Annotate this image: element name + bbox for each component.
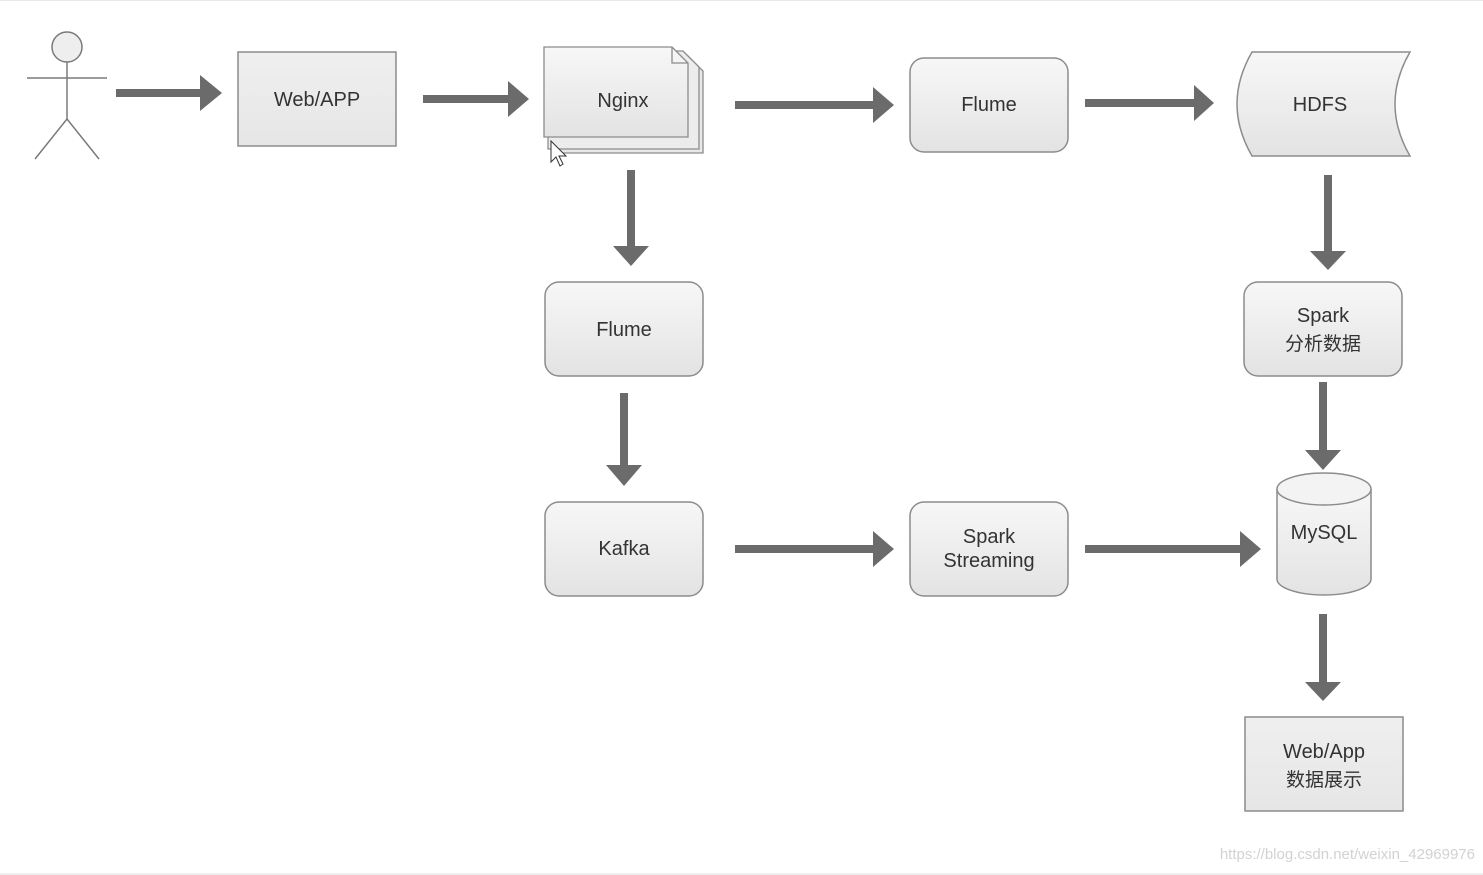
node-web-app-client: Web/APP: [237, 51, 397, 147]
arrow-flume-to-kafka: [606, 393, 642, 486]
arrow-mysql-to-webapp-display: [1305, 614, 1341, 701]
node-nginx: Nginx: [543, 46, 704, 154]
watermark-url: https://blog.csdn.net/weixin_42969976: [1219, 846, 1475, 863]
web-app-display-label-line1: Web/App: [1283, 741, 1365, 763]
arrow-user-to-webapp: [116, 75, 222, 111]
flume-batch-label: Flume: [961, 94, 1017, 116]
node-flume-batch: Flume: [909, 57, 1069, 153]
nginx-label: Nginx: [597, 90, 648, 112]
node-hdfs: HDFS: [1236, 51, 1412, 157]
arrow-webapp-to-nginx: [423, 81, 529, 117]
web-app-display-label-line2: 数据展示: [1286, 769, 1362, 791]
web-app-client-label: Web/APP: [274, 89, 360, 111]
arrow-spark-to-mysql: [1305, 382, 1341, 470]
arrow-kafka-to-spark-streaming: [735, 531, 894, 567]
arrow-hdfs-to-spark: [1310, 175, 1346, 270]
bottom-divider: [0, 873, 1483, 875]
pointer-cursor-icon: [550, 139, 568, 167]
top-divider: [0, 0, 1483, 1]
mysql-label: MySQL: [1291, 522, 1358, 544]
flume-stream-label: Flume: [596, 319, 652, 341]
arrow-nginx-to-flume-batch: [735, 87, 894, 123]
spark-streaming-label-line2: Streaming: [943, 550, 1034, 572]
node-spark-streaming: Spark Streaming: [909, 501, 1069, 597]
node-flume-stream: Flume: [544, 281, 704, 377]
spark-analysis-label-line1: Spark: [1297, 305, 1350, 327]
node-spark-analysis: Spark 分析数据: [1243, 281, 1403, 377]
arrow-nginx-to-flume-stream: [613, 170, 649, 266]
node-kafka: Kafka: [544, 501, 704, 597]
user-actor-icon: [27, 31, 107, 160]
arrow-flume-to-hdfs: [1085, 85, 1214, 121]
node-mysql: MySQL: [1276, 472, 1372, 596]
arrow-spark-streaming-to-mysql: [1085, 531, 1261, 567]
spark-streaming-label-line1: Spark: [963, 526, 1016, 548]
node-web-app-display: Web/App 数据展示: [1244, 716, 1404, 812]
kafka-label: Kafka: [598, 538, 650, 560]
spark-analysis-label-line2: 分析数据: [1285, 333, 1361, 355]
hdfs-label: HDFS: [1293, 94, 1347, 116]
